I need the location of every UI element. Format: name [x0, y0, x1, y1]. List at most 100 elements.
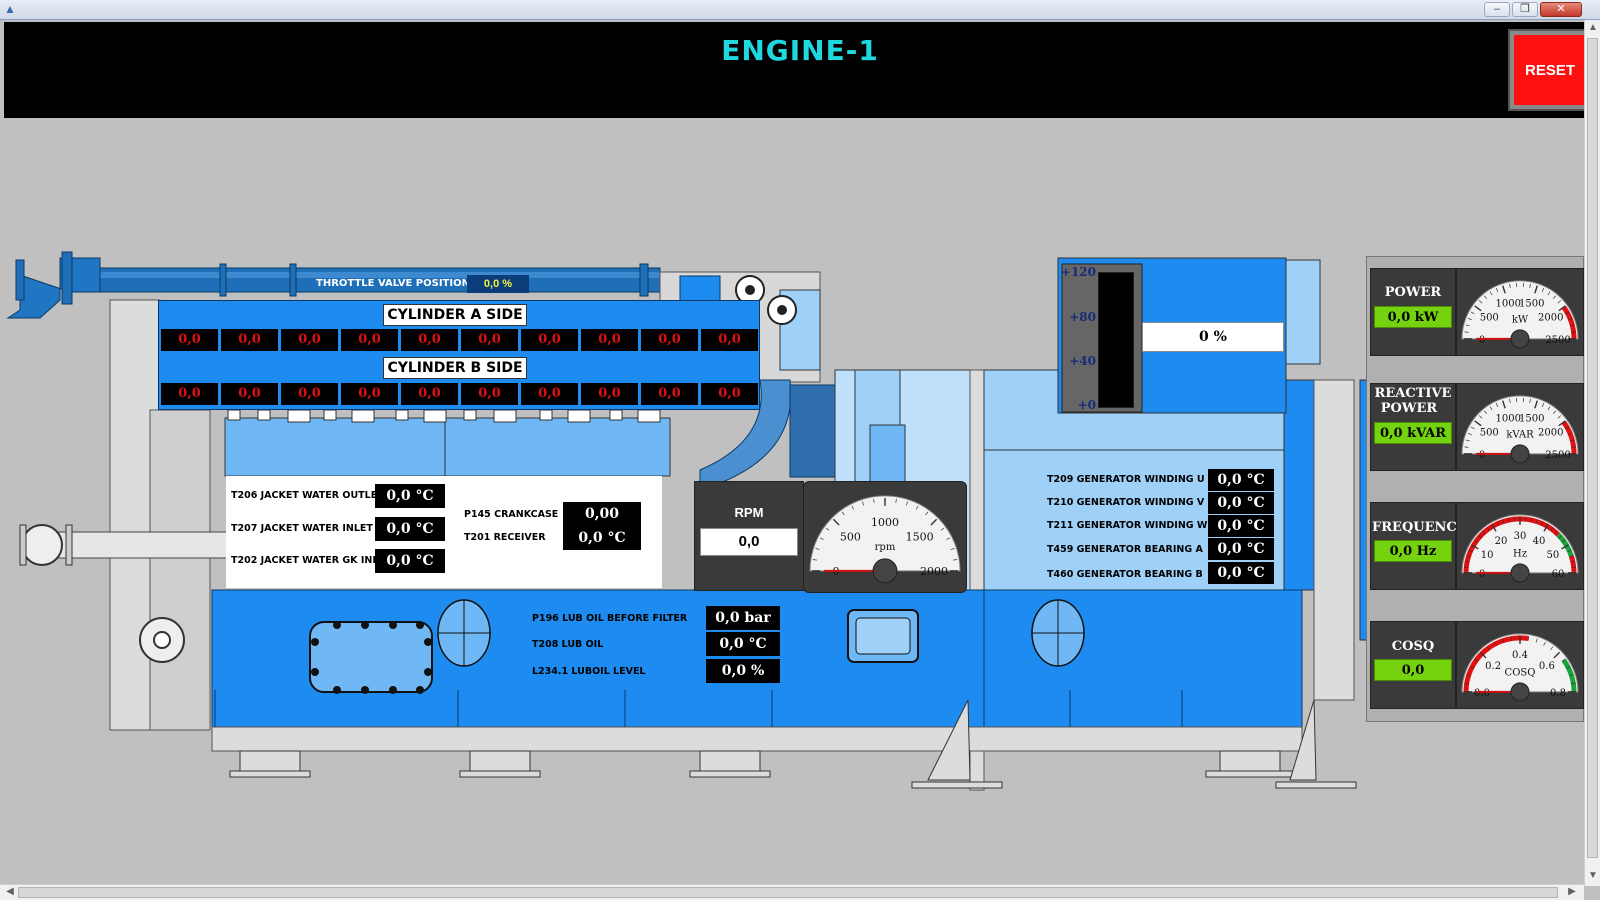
- gauge-tick: [873, 498, 875, 503]
- gauge-tick-label: 1500: [1519, 299, 1544, 310]
- gauge-hub: [1510, 563, 1530, 583]
- gauge-tick: [851, 505, 854, 510]
- gauge-tick: [1478, 535, 1482, 539]
- gauge-tick: [1547, 406, 1551, 411]
- cylinder-a-temp: 0,0: [701, 329, 758, 351]
- scroll-thumb-vertical[interactable]: [1587, 38, 1598, 858]
- gauge-tick: [1534, 400, 1538, 409]
- bar-tick-label: +80: [1069, 310, 1096, 324]
- gauge-unit: kVAR: [1506, 430, 1534, 441]
- gauge-tick-label: 500: [1480, 428, 1499, 439]
- gauge-tick: [1558, 305, 1566, 312]
- minimize-button[interactable]: –: [1484, 2, 1510, 17]
- gauge-zone: [1561, 305, 1577, 339]
- gauge-tick: [841, 511, 845, 516]
- gauge-tick: [1484, 295, 1488, 300]
- close-button[interactable]: ✕: [1540, 2, 1582, 17]
- scroll-left-icon[interactable]: ◀: [6, 886, 14, 897]
- gauge-tick: [1552, 295, 1556, 300]
- gauge-tick: [1558, 420, 1566, 427]
- gauge-tick: [1466, 555, 1471, 558]
- gauge-tick: [1561, 658, 1566, 662]
- cylinder-a-temp: 0,0: [341, 329, 398, 351]
- gauge-tick: [1470, 311, 1475, 315]
- t211-value: 0,0 °C: [1208, 515, 1274, 537]
- scroll-up-icon[interactable]: ▲: [1588, 22, 1598, 33]
- scroll-right-icon[interactable]: ▶: [1568, 886, 1576, 897]
- t208-label: T208 LUB OIL: [532, 639, 604, 650]
- gauge-tick: [1465, 439, 1470, 442]
- bar-meter-value: 0 %: [1142, 322, 1284, 352]
- cylinder-a-temp: 0,0: [401, 329, 458, 351]
- gauge-tick: [1464, 682, 1469, 685]
- gauge-tick: [1464, 331, 1469, 333]
- bar-tick-label: +120: [1060, 265, 1096, 279]
- gauge-tick: [940, 527, 945, 531]
- maximize-button[interactable]: ❐: [1512, 2, 1538, 17]
- gauge-hub: [872, 558, 898, 584]
- reactive-label-2: POWER: [1380, 401, 1438, 416]
- horizontal-scrollbar[interactable]: ◀ ▶: [0, 884, 1584, 900]
- gauge-tick: [1466, 674, 1471, 677]
- gauge-tick: [1494, 641, 1497, 646]
- gauge-zone: [1561, 420, 1577, 454]
- p145-value: 0,00 mbar: [563, 502, 641, 546]
- gauge-tick: [1527, 636, 1530, 641]
- gauge-tick-label: 40: [1533, 536, 1546, 547]
- gauge-tick: [895, 498, 897, 503]
- gauge-tick-label: 0.2: [1485, 661, 1501, 672]
- gauge-tick: [925, 511, 929, 516]
- vertical-scrollbar[interactable]: ▲ ▼: [1584, 20, 1600, 886]
- gauge-tick: [905, 501, 908, 506]
- gauge-tick: [1502, 400, 1506, 409]
- cylinder-b-temp: 0,0: [341, 383, 398, 405]
- gauge-tick: [1530, 518, 1532, 523]
- gauge-tick-label: 0.8: [1550, 688, 1566, 699]
- gauge-tick: [1534, 285, 1538, 294]
- cylinder-a-temp: 0,0: [581, 329, 638, 351]
- gauge-face: [809, 495, 961, 572]
- cylinder-a-temp: 0,0: [521, 329, 578, 351]
- t209-value: 0,0 °C: [1208, 469, 1274, 491]
- throttle-value: 0,0 %: [467, 275, 529, 293]
- t460-value: 0,0 °C: [1208, 562, 1274, 584]
- cylinder-a-temp: 0,0: [161, 329, 218, 351]
- p196-value: 0,0 bar: [706, 606, 780, 630]
- gauge-hub: [1510, 444, 1530, 464]
- scroll-thumb-horizontal[interactable]: [18, 887, 1558, 898]
- scroll-down-icon[interactable]: ▼: [1588, 870, 1598, 881]
- gauge-tick: [1566, 666, 1571, 669]
- gauge-tick: [1502, 285, 1506, 294]
- gauge-tick-label: 2000: [1538, 428, 1563, 439]
- window-titlebar: ▲ – ❐ ✕: [0, 0, 1600, 20]
- gauge-tick-label: 2000: [920, 565, 948, 578]
- gauge-tick: [953, 559, 958, 561]
- t459-label: T459 GENERATOR BEARING A: [1047, 544, 1203, 555]
- cosq-label: COSQ: [1391, 639, 1435, 654]
- gauge-tick-label: 2500: [1545, 450, 1570, 461]
- gauge-zone: [1568, 555, 1577, 573]
- gauge-tick: [862, 501, 865, 506]
- rpm-label: RPM: [734, 505, 764, 520]
- gauge-tick: [1561, 539, 1566, 543]
- t210-value: 0,0 °C: [1208, 492, 1274, 514]
- gauge-tick: [1567, 549, 1572, 553]
- reactive-label: REACTIVE: [1374, 386, 1452, 401]
- t201-value: 0,0 °C: [563, 526, 641, 550]
- gauge-face: [1461, 280, 1579, 340]
- app-icon: ▲: [4, 2, 16, 16]
- t207-value: 0,0 °C: [375, 517, 445, 541]
- gauge-tick: [1565, 311, 1570, 315]
- t209-label: T209 GENERATOR WINDING U: [1047, 474, 1205, 485]
- gauge-tick: [1474, 305, 1482, 312]
- gauge-tick-label: 60: [1552, 569, 1565, 580]
- p145-label: P145 CRANKCASE: [464, 509, 559, 520]
- gauge-tick: [1486, 527, 1490, 532]
- t206-label: T206 JACKET WATER OUTLET: [231, 490, 384, 501]
- cylinder-a-title: CYLINDER A SIDE: [383, 304, 527, 326]
- gauge-tick: [1540, 521, 1544, 526]
- gauge-tick: [1570, 560, 1575, 563]
